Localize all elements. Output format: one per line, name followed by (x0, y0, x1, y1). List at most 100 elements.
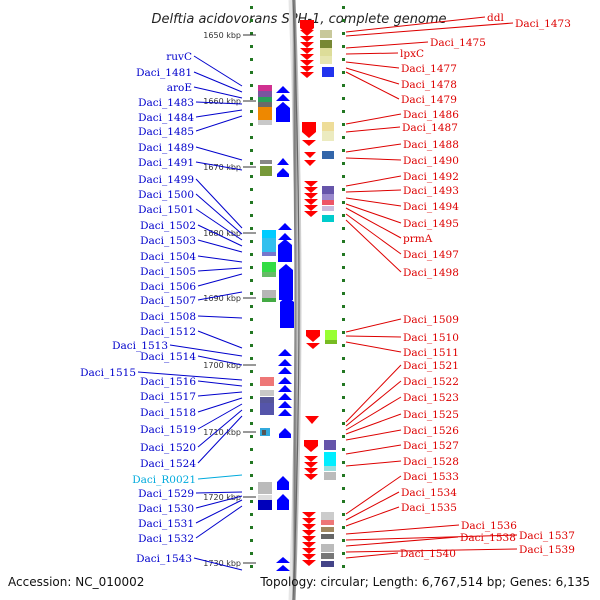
forward-gene-arrow (279, 428, 291, 438)
leader-line (195, 146, 243, 161)
feature-block (324, 440, 336, 450)
feature-block (258, 120, 272, 125)
forward-gene-arrow (278, 401, 292, 408)
gene-label-daci-1535: Daci_1535 (401, 502, 457, 514)
gene-label-daci-1493: Daci_1493 (403, 185, 459, 197)
leader-line (345, 157, 402, 161)
forward-gene-arrow (278, 359, 292, 366)
feature-block (324, 472, 336, 480)
leader-line (345, 552, 399, 559)
track-tick (342, 292, 345, 295)
track-tick (250, 240, 253, 243)
scale-label: 1720 kbp (203, 493, 241, 502)
gene-label-daci-1521: Daci_1521 (403, 360, 459, 372)
gene-label-daci-1524: Daci_1524 (140, 458, 196, 470)
leader-line (345, 71, 400, 100)
feature-block (262, 252, 276, 256)
track-tick (250, 305, 253, 308)
reverse-gene-arrow (302, 548, 316, 554)
feature-block (262, 290, 276, 298)
leader-line (197, 267, 243, 272)
leader-line (193, 55, 243, 87)
gene-label-daci-1510: Daci_1510 (403, 332, 459, 344)
leader-line (169, 344, 243, 357)
feature-block (321, 534, 334, 539)
reverse-gene-arrow (304, 474, 318, 480)
reverse-gene-arrow (302, 542, 316, 548)
leader-line (193, 71, 243, 93)
track-tick (250, 292, 253, 295)
track-tick (250, 357, 253, 360)
track-tick (342, 487, 345, 490)
gene-features (258, 20, 337, 571)
feature-block (322, 215, 334, 222)
track-tick (250, 188, 253, 191)
scale-label: 1670 kbp (203, 163, 241, 172)
leader-line (345, 213, 402, 255)
gene-label-prma: prmA (403, 233, 433, 245)
feature-block (258, 482, 272, 494)
leader-line (345, 16, 486, 33)
track-tick (250, 253, 253, 256)
leader-line (345, 175, 402, 187)
gene-label-daci-1513: Daci_1513 (112, 340, 168, 352)
genome-backbone-line (292, 0, 300, 600)
scale-label: 1680 kbp (203, 229, 241, 238)
gene-label-daci-1481: Daci_1481 (136, 67, 192, 79)
leader-line (345, 197, 402, 207)
track-tick (250, 149, 253, 152)
leader-line (345, 61, 400, 69)
gene-label-daci-1517: Daci_1517 (140, 391, 196, 403)
leader-line (193, 557, 243, 571)
reverse-gene-arrow (304, 181, 318, 187)
leader-line (195, 161, 243, 171)
leader-line (197, 403, 243, 430)
leader-line (195, 109, 243, 118)
gene-label-daci-1506: Daci_1506 (140, 281, 196, 293)
track-tick (250, 409, 253, 412)
track-tick (250, 201, 253, 204)
track-tick (250, 513, 253, 516)
track-tick (250, 487, 253, 490)
reverse-gene-arrow (302, 536, 316, 542)
gene-label-daci-1502: Daci_1502 (140, 220, 196, 232)
leader-line (345, 460, 402, 467)
gene-label-daci-r0021: Daci_R0021 (132, 474, 196, 486)
leader-line (345, 126, 401, 133)
feature-block (258, 85, 272, 91)
forward-gene-arrow (278, 409, 292, 416)
track-tick (250, 500, 253, 503)
gene-label-daci-1485: Daci_1485 (138, 126, 194, 138)
track-tick (342, 500, 345, 503)
gene-label-daci-1527: Daci_1527 (403, 440, 459, 452)
track-tick (342, 32, 345, 35)
reverse-gene-arrow (304, 462, 318, 468)
leader-line (197, 255, 243, 263)
scale-label: 1700 kbp (203, 361, 241, 370)
track-tick (250, 552, 253, 555)
feature-block (321, 512, 334, 520)
leader-line (345, 189, 402, 193)
leader-line (345, 380, 402, 427)
feature-block (321, 561, 334, 567)
gene-label-daci-1509: Daci_1509 (403, 314, 459, 326)
feature-block (260, 166, 272, 176)
track-tick (342, 305, 345, 308)
track-tick (250, 97, 253, 100)
feature-block (322, 131, 334, 141)
gene-label-aroe: aroE (167, 82, 192, 94)
track-tick (342, 279, 345, 282)
gene-label-daci-1530: Daci_1530 (138, 503, 194, 515)
leader-line (197, 474, 243, 480)
gene-label-daci-1531: Daci_1531 (138, 518, 194, 530)
gene-label-daci-1539: Daci_1539 (519, 544, 575, 556)
track-tick (342, 45, 345, 48)
gene-label-daci-1525: Daci_1525 (403, 409, 459, 421)
track-tick (250, 84, 253, 87)
gene-label-ddl: ddl (487, 12, 504, 24)
feature-block (260, 397, 274, 403)
track-tick (342, 565, 345, 568)
feature-block (322, 186, 334, 194)
track-tick (342, 201, 345, 204)
